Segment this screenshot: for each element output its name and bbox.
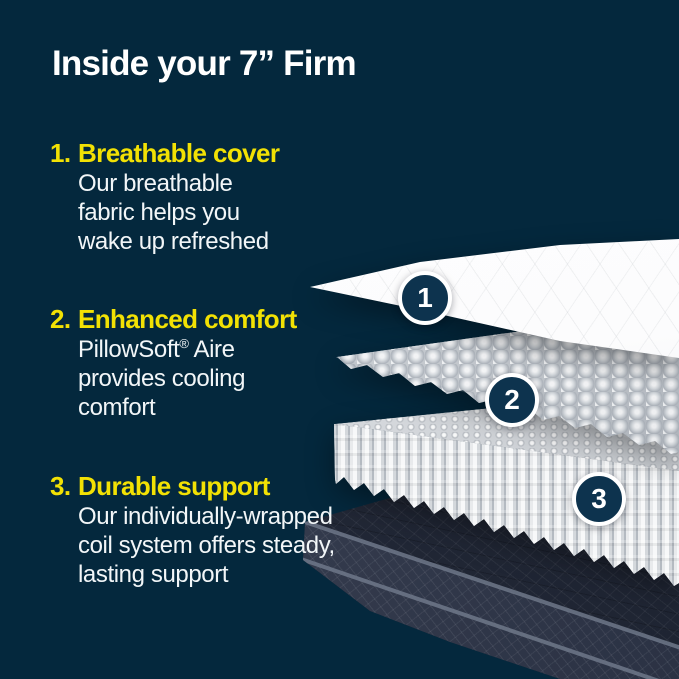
feature-heading-3: 3. Durable support — [50, 471, 335, 502]
item-heading-text: Durable support — [78, 471, 270, 501]
body-line: comfort — [78, 394, 156, 421]
badge-label: 1 — [417, 282, 433, 313]
body-line: lasting support — [78, 561, 229, 588]
feature-heading-1: 1. Breathable cover — [50, 138, 280, 169]
item-number: 3. — [50, 471, 71, 501]
body-line: coil system offers steady, — [78, 532, 335, 559]
badge-label: 2 — [504, 384, 520, 415]
page-title: Inside your 7” Firm — [52, 44, 357, 83]
body-line: Our individually-wrapped — [78, 503, 333, 530]
item-number: 2. — [50, 304, 71, 334]
brand-name-suffix: Aire — [188, 336, 235, 363]
body-line: Our breathable — [78, 170, 233, 197]
brand-name: PillowSoft — [78, 336, 180, 363]
callout-badge-1: 1 — [398, 271, 452, 325]
item-heading-text: Enhanced comfort — [78, 304, 297, 334]
item-heading-text: Breathable cover — [78, 138, 280, 168]
body-line: provides cooling — [78, 365, 246, 392]
callout-badge-2: 2 — [485, 373, 539, 427]
item-number: 1. — [50, 138, 71, 168]
feature-heading-2: 2. Enhanced comfort — [50, 304, 297, 335]
feature-item-3: 3. Durable support Our individually-wrap… — [50, 471, 335, 589]
feature-item-1: 1. Breathable cover Our breathable fabri… — [50, 138, 280, 256]
body-line: fabric helps you — [78, 199, 240, 226]
callout-badge-3: 3 — [572, 472, 626, 526]
feature-body-3: Our individually-wrapped coil system off… — [78, 502, 335, 589]
badge-label: 3 — [591, 483, 607, 514]
body-line: PillowSoft® Aire — [78, 335, 297, 364]
registered-trademark-icon: ® — [179, 336, 189, 351]
feature-body-1: Our breathable fabric helps you wake up … — [78, 169, 279, 256]
feature-item-2: 2. Enhanced comfort PillowSoft® Aire pro… — [50, 304, 297, 422]
body-line: wake up refreshed — [78, 228, 269, 255]
feature-body-2: PillowSoft® Aire provides cooling comfor… — [78, 335, 297, 422]
